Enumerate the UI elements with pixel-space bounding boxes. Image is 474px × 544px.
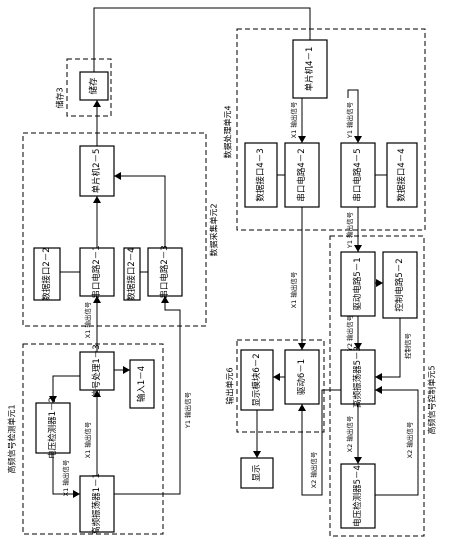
signal-label: X1 输出信号 xyxy=(289,101,298,138)
block-label: 数据接口2－2 xyxy=(41,247,52,300)
group-label-detection: 高频信号检测单元1 xyxy=(7,404,17,473)
signal-label: Y1 输出信号 xyxy=(345,211,354,249)
block-label: 串口电路2－1 xyxy=(91,245,102,298)
block-label: 驱动6－1 xyxy=(296,359,307,395)
signal-label: X1 输出信号 xyxy=(83,421,92,458)
block-signal-processing-1-3: 信号处理1－3 xyxy=(79,344,115,398)
block-label: 驱动电路5－1 xyxy=(352,257,363,310)
block-voltage-detector-5-4: 电压检测器5－4 xyxy=(340,463,376,529)
block-label: 电压检测器1－2 xyxy=(47,397,58,459)
block-serial-circuit-4-5: 串口电路4－5 xyxy=(340,142,376,208)
group-label-acquisition: 数据采集单元2 xyxy=(209,203,219,256)
block-driver-circuit-5-1: 驱动电路5－1 xyxy=(340,251,376,317)
block-input-1-4: 输入1－4 xyxy=(129,359,155,409)
block-oscillator-1-1: 高频振荡器1－1 xyxy=(79,473,115,535)
block-control-circuit-5-2: 控制电路5－2 xyxy=(382,251,418,319)
block-label: 显示 xyxy=(252,464,262,481)
block-voltage-detector-1-2: 电压检测器1－2 xyxy=(35,397,71,459)
signal-label: Y1 输出信号 xyxy=(183,391,192,429)
group-frame-processing xyxy=(236,28,426,231)
block-label: 电压检测器5－4 xyxy=(352,465,363,527)
connections xyxy=(52,7,419,496)
block-data-interface-2-2: 数据接口2－2 xyxy=(33,247,61,301)
block-display-output: 显示 xyxy=(240,457,274,489)
block-label: 输入1－4 xyxy=(136,366,147,402)
block-label: 高频振荡器5－3 xyxy=(352,346,363,408)
arrowheads xyxy=(49,72,383,498)
signal-label: 控制信号 xyxy=(403,333,412,360)
block-label: 数据接口4－4 xyxy=(396,148,407,201)
block-label: 数据接口4－3 xyxy=(255,148,266,201)
block-mcu-2-5: 单片机2－5 xyxy=(79,145,115,197)
signal-label: Y1 输出信号 xyxy=(345,101,354,139)
block-serial-circuit-2-1: 串口电路2－1 xyxy=(79,245,115,299)
group-frame-control xyxy=(329,235,425,537)
block-label: 高频振荡器1－1 xyxy=(91,473,102,535)
block-label: 串口电路4－2 xyxy=(296,148,307,201)
group-label-processing: 数据处理单元4 xyxy=(223,105,233,158)
signal-label: X1 输出信号 xyxy=(61,459,70,496)
block-label: 数据接口2－4 xyxy=(126,247,137,300)
group-frame-acquisition xyxy=(22,132,207,327)
block-label: 单片机4－1 xyxy=(304,47,315,92)
block-label: 单片机2－5 xyxy=(91,149,102,194)
block-oscillator-5-3: 高频振荡器5－3 xyxy=(340,346,376,408)
block-data-interface-4-3: 数据接口4－3 xyxy=(244,142,278,208)
block-driver-6-1: 驱动6－1 xyxy=(284,349,320,405)
group-frame-output xyxy=(236,339,325,433)
signal-label: X2 输出信号 xyxy=(309,451,318,488)
block-label: 信号处理1－3 xyxy=(91,344,102,397)
block-mcu-4-1: 单片机4－1 xyxy=(292,39,328,99)
group-label-storage: 储存3 xyxy=(55,87,65,108)
block-serial-circuit-4-2: 串口电路4－2 xyxy=(284,142,320,208)
signal-label: X1 输出信号 xyxy=(83,301,92,338)
block-serial-circuit-2-3: 串口电路2－3 xyxy=(147,245,183,299)
block-label: 控制电路5－2 xyxy=(394,258,405,311)
block-label: 串口电路2－3 xyxy=(159,245,170,298)
group-label-output: 输出单元6 xyxy=(225,367,235,404)
block-storage-3: 储存 xyxy=(79,71,109,101)
signal-label: Y2 输出信号 xyxy=(345,314,354,352)
group-frame-storage xyxy=(66,58,112,117)
block-label: 显示模块6－2 xyxy=(251,353,262,406)
signal-label: X2 输出信号 xyxy=(405,421,414,458)
block-label: 储存 xyxy=(88,77,99,95)
block-data-interface-4-4: 数据接口4－4 xyxy=(386,142,418,208)
block-label: 串口电路4－5 xyxy=(352,148,363,201)
signal-label: X1 输出信号 xyxy=(289,271,298,308)
signal-label: X2 输出信号 xyxy=(345,415,354,452)
block-display-module-6-2: 显示模块6－2 xyxy=(240,349,274,411)
block-data-interface-2-4: 数据接口2－4 xyxy=(123,247,141,301)
group-label-control: 高频信号控制单元5 xyxy=(427,365,437,434)
group-frame-detection xyxy=(22,343,164,535)
